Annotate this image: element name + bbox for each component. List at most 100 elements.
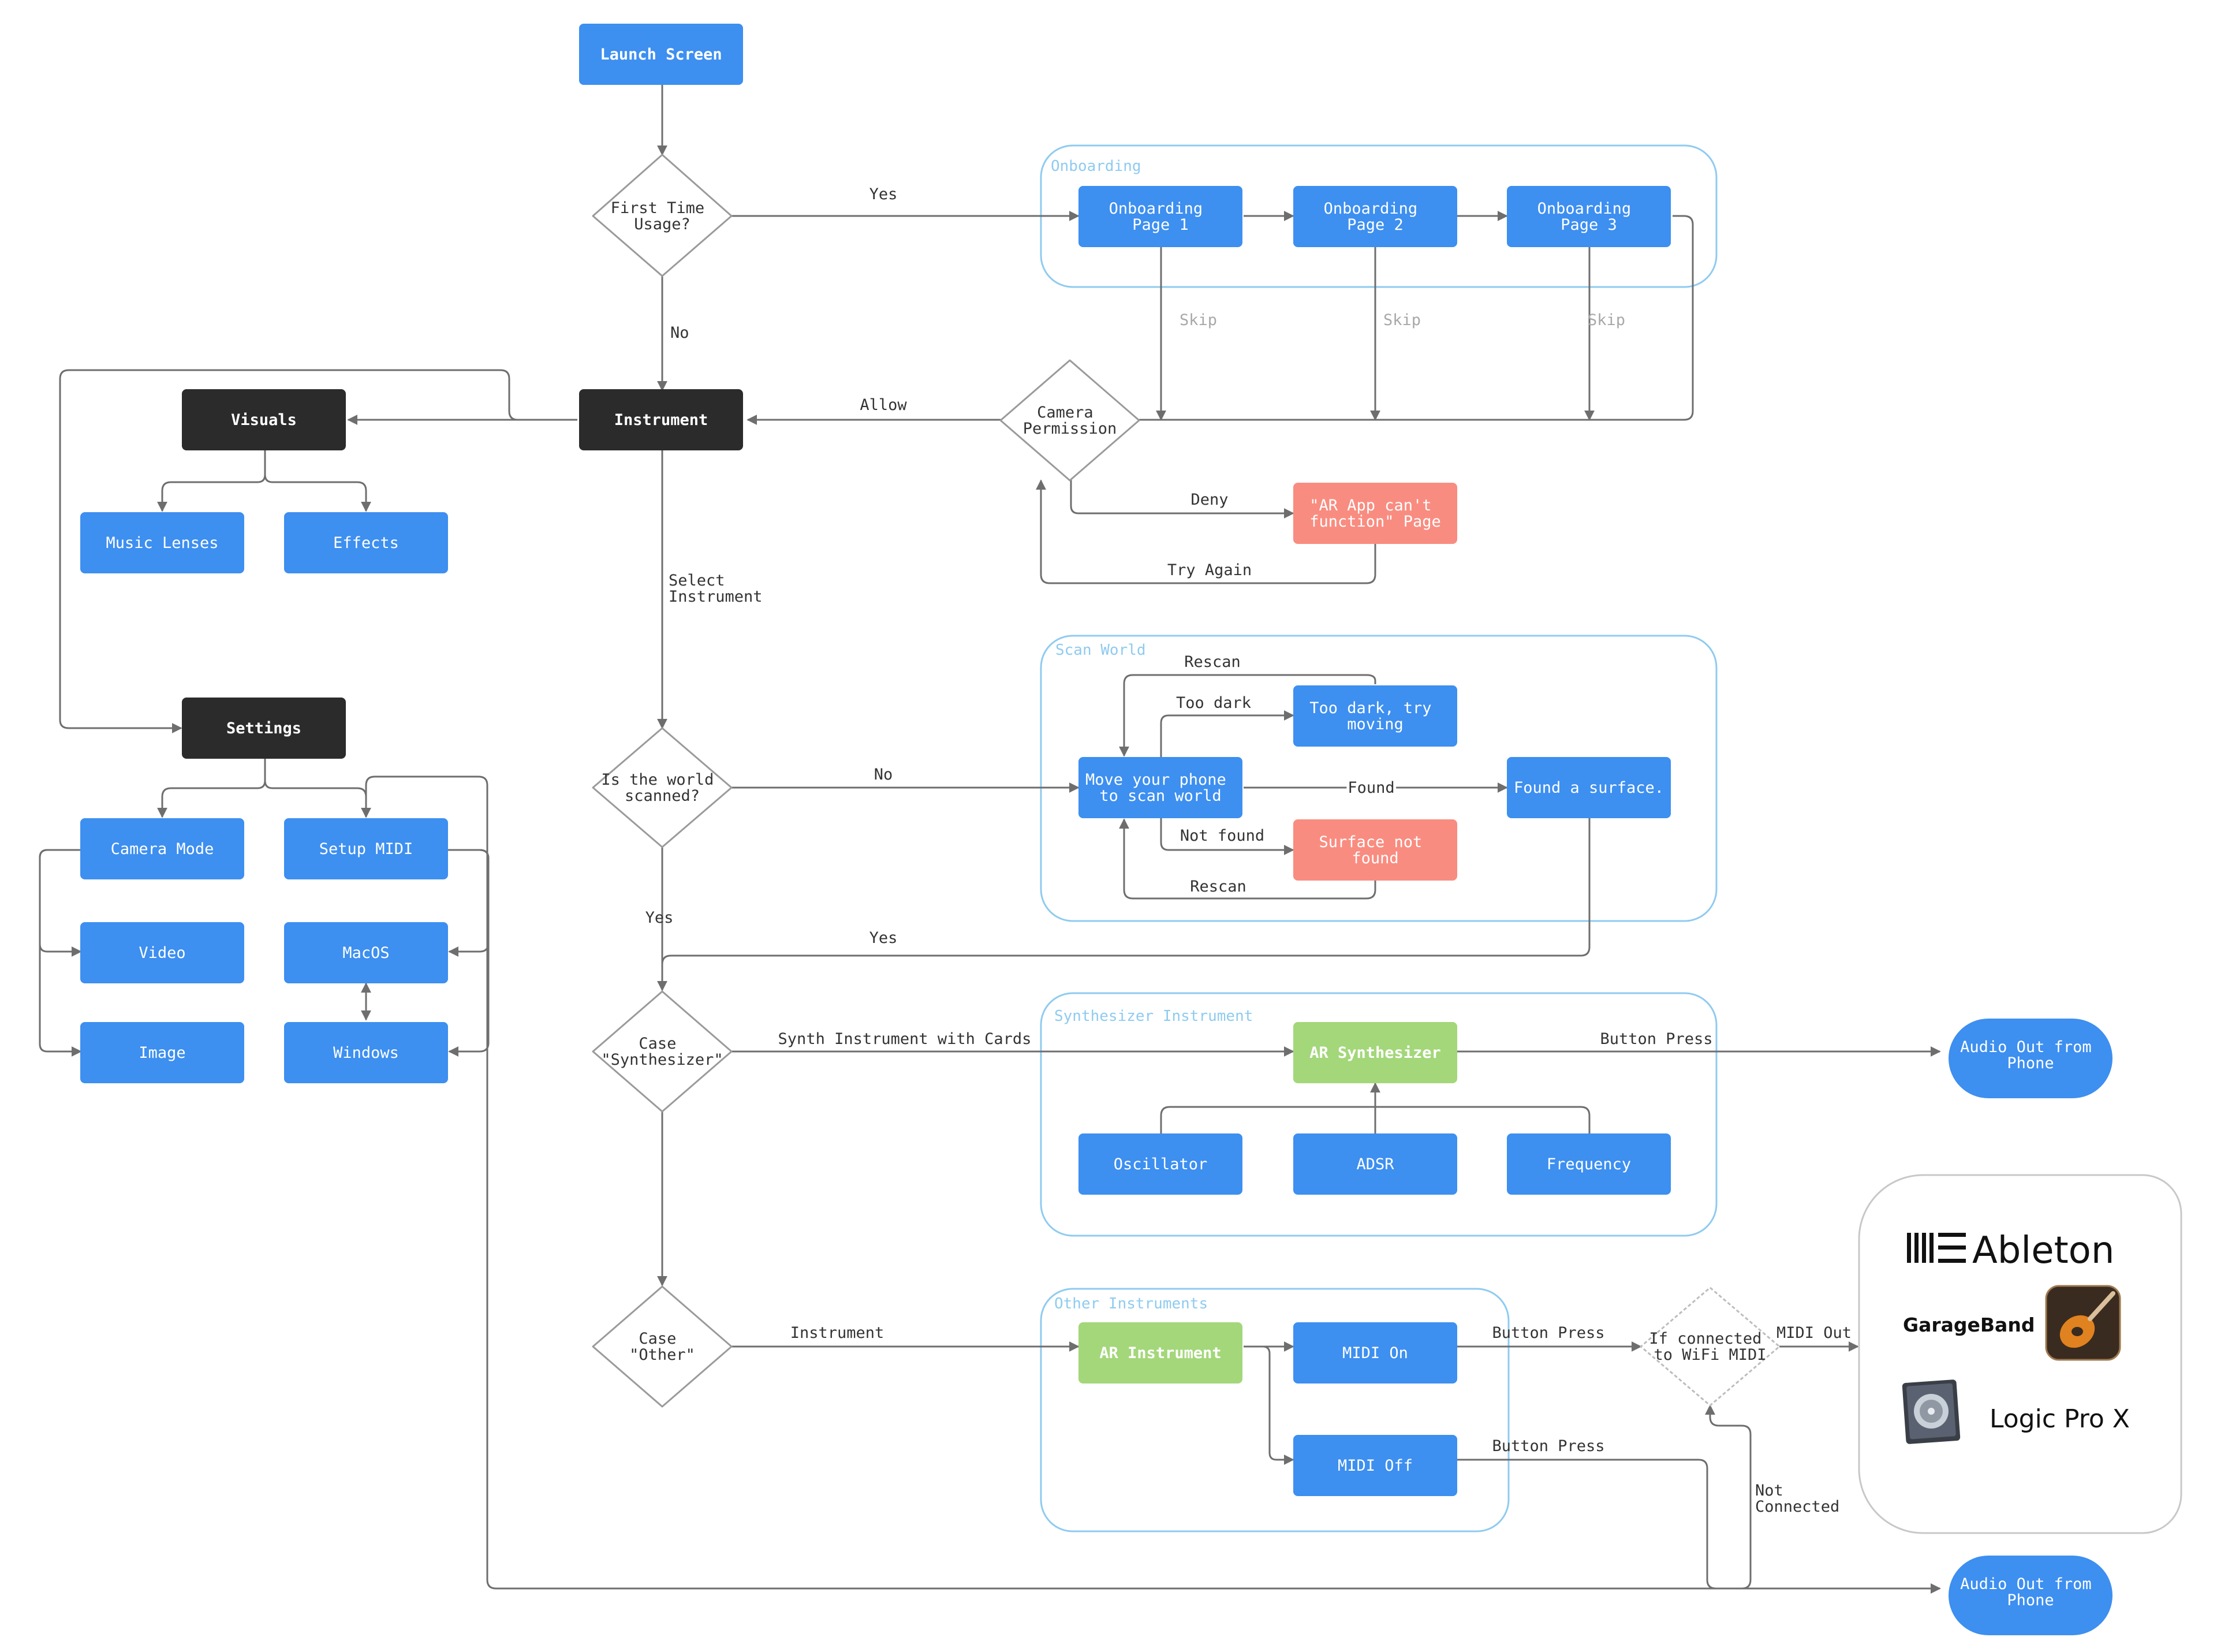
edge-label-not-connected-line1: Not (1755, 1482, 1783, 1500)
wifi-midi-decision[interactable]: If connected to WiFi MIDI (1640, 1286, 1781, 1407)
case-other-line1: Case (639, 1330, 676, 1348)
surface-not-found-line1: Surface not (1319, 833, 1422, 851)
windows-label: Windows (333, 1044, 399, 1062)
midi-on-label: MIDI On (1342, 1344, 1408, 1362)
edge-label-synth-cards: Synth Instrument with Cards (778, 1030, 1032, 1048)
oscillator-node[interactable]: Oscillator (1078, 1133, 1242, 1195)
music-lenses-node[interactable]: Music Lenses (80, 512, 244, 573)
onboarding-page-2-line1: Onboarding (1324, 200, 1418, 218)
edge-visuals-lenses (157, 450, 266, 512)
too-dark-node[interactable]: Too dark, try moving (1293, 685, 1457, 747)
onboarding-page-2-node[interactable]: Onboarding Page 2 (1293, 186, 1457, 247)
edge-label-too-dark: Too dark (1176, 694, 1251, 712)
first-time-usage-label: First Time Usage? (611, 199, 714, 233)
onboarding-page-3-line1: Onboarding (1537, 200, 1632, 218)
edge-label-button-press-synth: Button Press (1600, 1030, 1712, 1048)
edge-label-deny: Deny (1190, 491, 1228, 509)
camera-permission-decision[interactable]: Camera Permission (999, 359, 1140, 482)
adsr-node[interactable]: ADSR (1293, 1133, 1457, 1195)
video-node[interactable]: Video (80, 922, 244, 983)
onboarding-page-3-node[interactable]: Onboarding Page 3 (1507, 186, 1671, 247)
image-label: Image (139, 1044, 185, 1062)
instrument-node[interactable]: Instrument (579, 389, 743, 450)
world-scanned-label: Is the world scanned? (601, 771, 723, 805)
edge-label-yes-world: Yes (645, 909, 674, 927)
move-phone-node[interactable]: Move your phone to scan world (1078, 757, 1242, 818)
audio-out-2-line2: Phone (2007, 1591, 2054, 1609)
found-surface-label: Found a surface. (1514, 779, 1664, 797)
oscillator-label: Oscillator (1114, 1155, 1208, 1173)
too-dark-line2: moving (1347, 715, 1404, 733)
decisions: First Time Usage? Camera Permission Is t… (592, 154, 1781, 1408)
case-synthesizer-line2: "Synthesizer" (601, 1051, 723, 1069)
edge-setupmidi-audioout (365, 775, 1941, 1594)
onboarding-page-2-label: Onboarding Page 2 (1324, 200, 1427, 234)
edge-label-not-connected: Not Connected (1755, 1482, 1839, 1516)
surface-not-found-node[interactable]: Surface not found (1293, 819, 1457, 881)
ar-synthesizer-node[interactable]: AR Synthesizer (1293, 1022, 1457, 1083)
onboarding-page-1-node[interactable]: Onboarding Page 1 (1078, 186, 1242, 247)
world-scanned-decision[interactable]: Is the world scanned? (592, 727, 733, 848)
audio-out-1-line2: Phone (2007, 1054, 2054, 1072)
edge-label-not-found: Not found (1180, 827, 1264, 845)
first-time-usage-line2: Usage? (634, 215, 691, 233)
edge-label-no-world: No (874, 766, 893, 784)
case-other-line2: "Other" (629, 1346, 695, 1364)
scan-world-container: Scan World (1040, 635, 1718, 922)
audio-out-2-label: Audio Out from Phone (1960, 1575, 2101, 1609)
launch-screen-label: Launch Screen (600, 46, 722, 64)
edge-label-midi-out: MIDI Out (1776, 1324, 1852, 1342)
visuals-label: Visuals (231, 411, 297, 429)
edge-label-button-press-off: Button Press (1492, 1437, 1604, 1455)
first-time-usage-decision[interactable]: First Time Usage? (592, 154, 733, 277)
ar-instrument-node[interactable]: AR Instrument (1078, 1322, 1242, 1383)
edge-label-try-again: Try Again (1167, 561, 1252, 579)
edges (39, 85, 1941, 1594)
edge-label-rescan-bottom: Rescan (1190, 878, 1246, 896)
synthesizer-container: Synthesizer Instrument (1040, 992, 1718, 1237)
case-other-decision[interactable]: Case "Other" (592, 1285, 733, 1408)
edge-label-not-connected-line2: Connected (1755, 1498, 1839, 1516)
audio-out-1-node[interactable]: Audio Out from Phone (1949, 1019, 2113, 1098)
music-lenses-label: Music Lenses (106, 534, 218, 552)
edge-instrument-settings (59, 369, 577, 733)
midi-on-node[interactable]: MIDI On (1293, 1322, 1457, 1383)
edge-notconnected (1705, 1404, 1752, 1590)
camera-permission-line2: Permission (1023, 420, 1117, 438)
other-instruments-container: Other Instruments (1040, 1288, 1510, 1532)
edge-toodark-rescan (1119, 674, 1376, 757)
midi-off-label: MIDI Off (1338, 1457, 1413, 1475)
edge-visuals-effects (264, 450, 371, 512)
midi-off-node[interactable]: MIDI Off (1293, 1435, 1457, 1496)
launch-screen-node[interactable]: Launch Screen (579, 24, 743, 85)
image-node[interactable]: Image (80, 1022, 244, 1083)
world-scanned-line2: scanned? (625, 787, 700, 805)
edge-label-found: Found (1348, 779, 1394, 797)
found-surface-node[interactable]: Found a surface. (1507, 757, 1671, 818)
edge-label-yes-onboarding: Yes (869, 185, 898, 203)
setup-midi-label: Setup MIDI (319, 840, 413, 858)
macos-node[interactable]: MacOS (284, 922, 448, 983)
case-synthesizer-line1: Case (639, 1035, 676, 1053)
surface-not-found-line2: found (1352, 849, 1398, 867)
case-other-label: Case "Other" (629, 1330, 695, 1364)
frequency-node[interactable]: Frequency (1507, 1133, 1671, 1195)
visuals-node[interactable]: Visuals (182, 389, 346, 450)
onboarding-container-label: Onboarding (1051, 158, 1141, 175)
ar-cant-function-node[interactable]: "AR App can't function" Page (1293, 483, 1457, 544)
camera-mode-node[interactable]: Camera Mode (80, 818, 244, 879)
case-synthesizer-decision[interactable]: Case "Synthesizer" (592, 990, 733, 1113)
effects-node[interactable]: Effects (284, 512, 448, 573)
onboarding-page-1-label: Onboarding Page 1 (1109, 200, 1212, 234)
settings-node[interactable]: Settings (182, 698, 346, 759)
onboarding-page-3-label: Onboarding Page 3 (1537, 200, 1641, 234)
adsr-label: ADSR (1356, 1155, 1394, 1173)
logic-pro-label: Logic Pro X (1990, 1404, 2130, 1434)
onboarding-page-3-line2: Page 3 (1561, 216, 1617, 234)
windows-node[interactable]: Windows (284, 1022, 448, 1083)
setup-midi-node[interactable]: Setup MIDI (284, 818, 448, 879)
wifi-midi-line2: to WiFi MIDI (1654, 1346, 1766, 1364)
audio-out-2-node[interactable]: Audio Out from Phone (1949, 1556, 2113, 1635)
world-scanned-line1: Is the world (601, 771, 714, 789)
